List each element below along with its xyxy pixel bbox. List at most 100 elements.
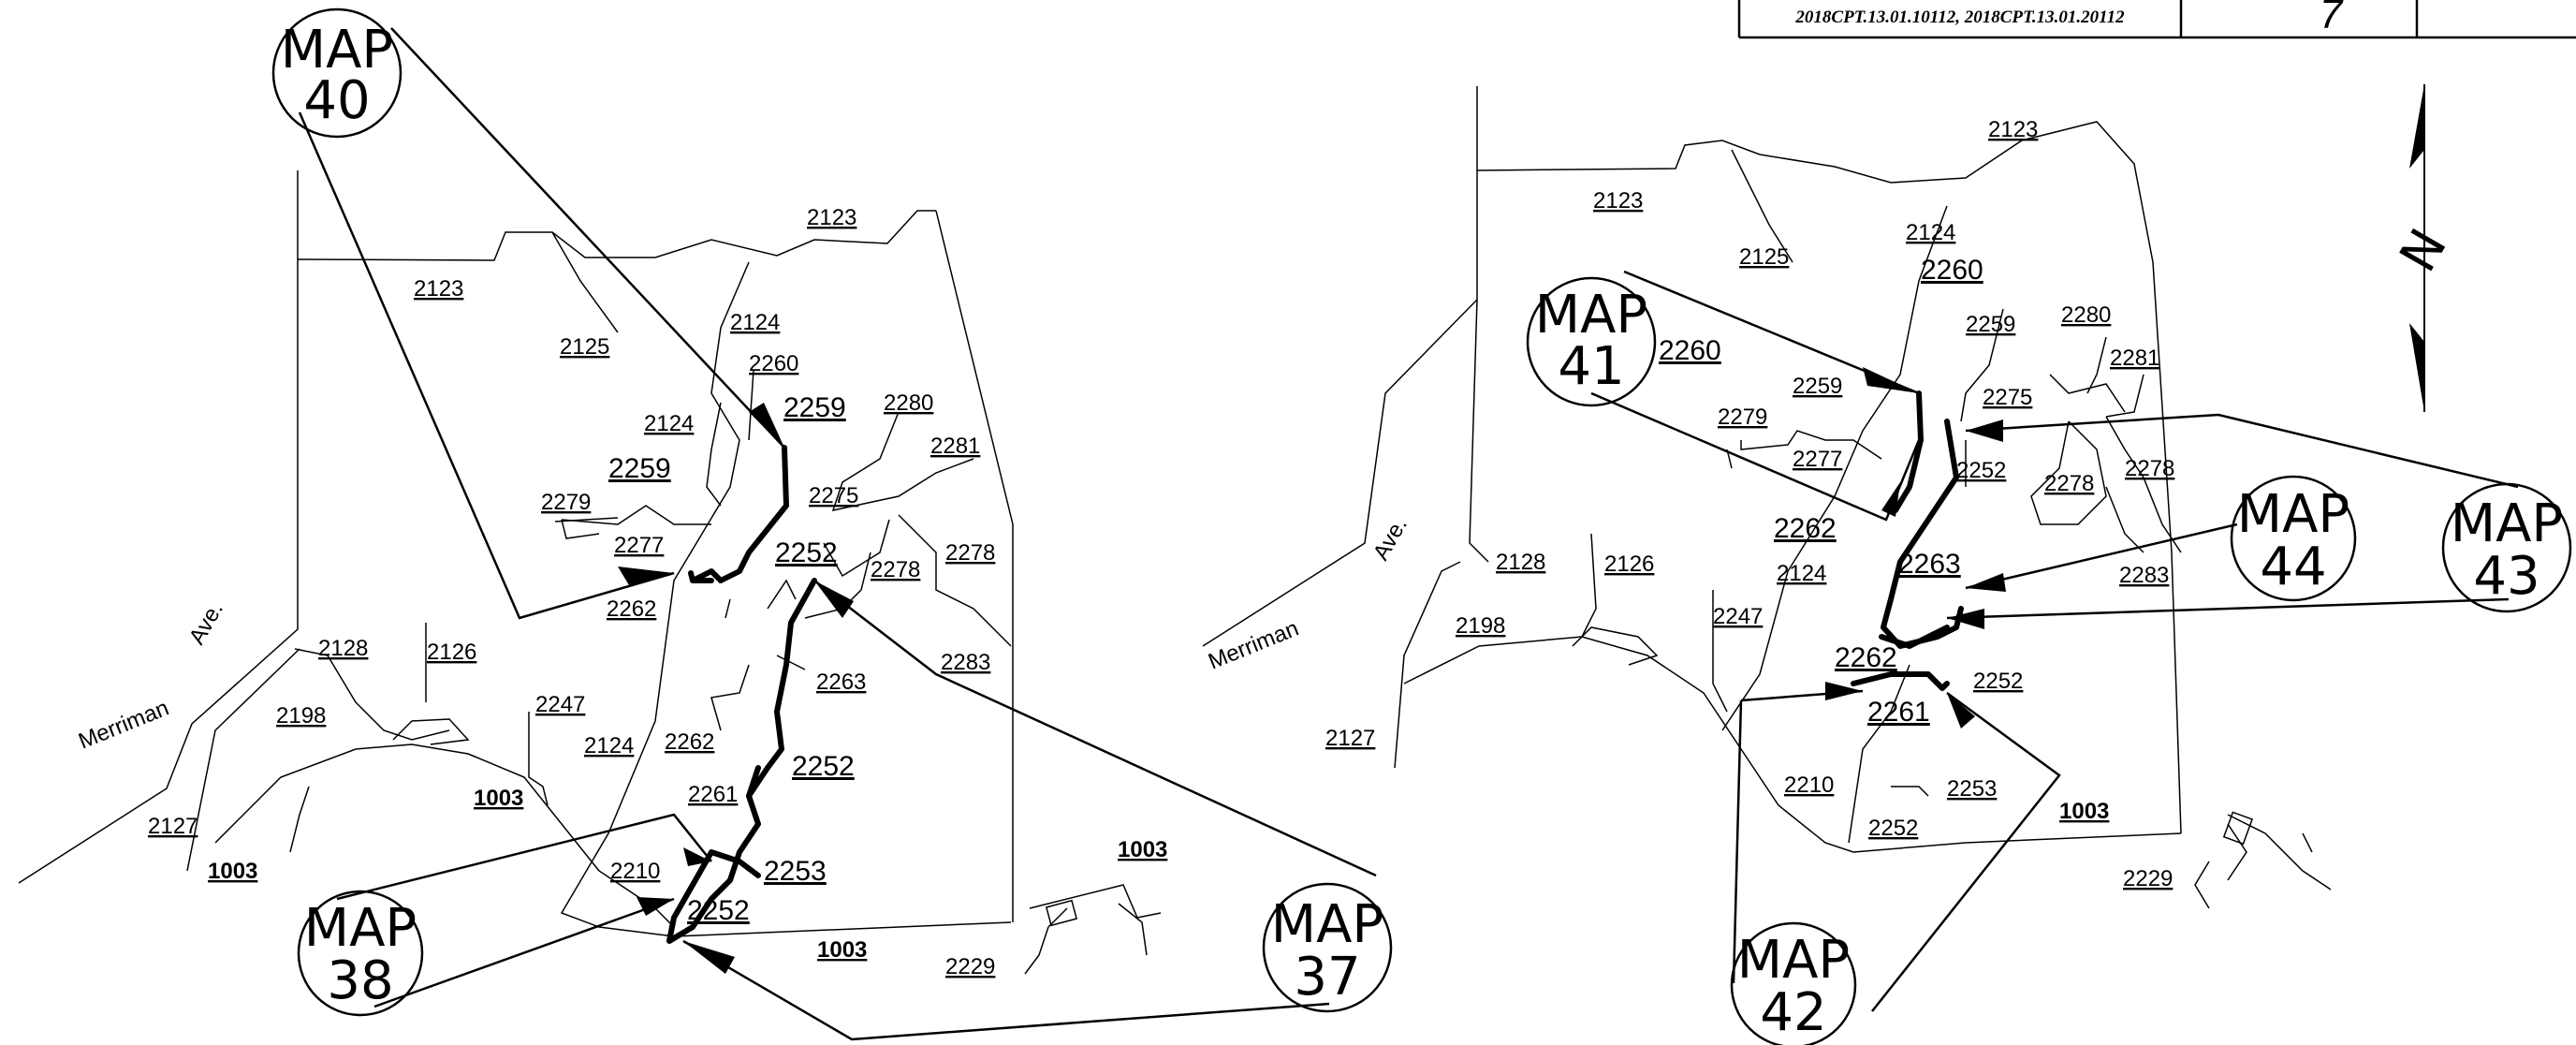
label: 2229 <box>2123 866 2173 891</box>
label: 1003 <box>2059 799 2109 824</box>
label: 2125 <box>1739 244 1789 270</box>
callout-map-43-line2: 43 <box>2473 546 2539 607</box>
label: 2210 <box>1784 773 1834 798</box>
label: 2261 <box>688 782 738 807</box>
label: 2123 <box>414 276 463 302</box>
label: 2259 <box>1793 374 1842 399</box>
label: 2262 <box>1774 513 1837 544</box>
callout-map-40-line2: 40 <box>303 70 370 131</box>
callout-map-44-line2: 44 <box>2260 537 2326 597</box>
label: 2262 <box>1835 642 1897 673</box>
label: 2123 <box>807 205 856 230</box>
label: 2252 <box>775 537 838 568</box>
label: 2252 <box>687 895 750 926</box>
label: 2252 <box>1973 669 2023 694</box>
label: 2125 <box>560 334 609 360</box>
callout-map-38-line1: MAP <box>304 898 417 959</box>
label: 2259 <box>1966 312 2015 337</box>
title-block: 2018CPT.13.01.10112, 2018CPT.13.01.20112… <box>1737 0 2576 39</box>
label: 2279 <box>1718 405 1767 430</box>
street-name-merriman-right: Merriman <box>1205 616 1302 675</box>
label: 2263 <box>1898 549 1961 580</box>
label: 2253 <box>1947 776 1997 802</box>
label: 2252 <box>1956 458 2006 483</box>
callout-map-42[interactable]: MAP 42 <box>1730 682 2061 1045</box>
label: 2275 <box>1983 385 2032 410</box>
label: 2259 <box>783 392 846 423</box>
right-map: MAP 41 MAP 42 MAP 43 <box>1202 86 2572 1045</box>
drawing-reference: 2018CPT.13.01.10112, 2018CPT.13.01.20112 <box>1794 7 2125 27</box>
label: 2280 <box>884 390 933 416</box>
callout-map-41[interactable]: MAP 41 <box>1526 270 1921 522</box>
label: 2128 <box>1496 550 1545 575</box>
label: 2124 <box>644 411 694 436</box>
label: 1003 <box>208 859 257 884</box>
label: 2229 <box>945 954 995 979</box>
callout-map-44[interactable]: MAP 44 <box>1965 475 2357 602</box>
label: 2123 <box>1988 117 2038 142</box>
callout-map-44-line1: MAP <box>2237 484 2349 545</box>
label: 2252 <box>792 751 855 782</box>
label: 2281 <box>2110 346 2159 371</box>
label: 2278 <box>2125 456 2174 481</box>
callout-map-40-line1: MAP <box>281 20 393 81</box>
label: 2261 <box>1867 697 1930 728</box>
label: 2277 <box>1793 447 1842 472</box>
label: 2124 <box>1777 561 1826 586</box>
label: 2124 <box>584 733 634 758</box>
label: 2128 <box>318 636 368 661</box>
label: 2275 <box>809 483 858 508</box>
label: 2123 <box>1593 188 1643 213</box>
label: 1003 <box>817 937 867 963</box>
label: 2247 <box>535 692 585 717</box>
label: 2259 <box>608 453 671 484</box>
label: 2253 <box>764 856 827 887</box>
right-map-labels: 2123 2123 2124 2125 2260 2259 2280 2260 … <box>1325 117 2174 891</box>
label: 2198 <box>1456 613 1505 639</box>
label: 2126 <box>427 640 476 665</box>
label: 2126 <box>1604 552 1654 577</box>
callout-map-38-line2: 38 <box>327 950 393 1011</box>
highlighted-route-right <box>1851 390 1964 691</box>
label: 2262 <box>607 596 656 622</box>
label: 2281 <box>930 434 980 459</box>
label: 2210 <box>610 859 660 884</box>
label: 2278 <box>871 557 920 582</box>
label: 2247 <box>1713 604 1763 629</box>
label: 2283 <box>941 650 990 675</box>
label: 2124 <box>730 310 780 335</box>
street-name-ave: Ave. <box>184 597 228 649</box>
label: 2260 <box>1921 255 1983 286</box>
label: 2277 <box>614 533 664 558</box>
label: 2252 <box>1868 816 1918 841</box>
road-outline <box>18 170 299 884</box>
left-map: MAP 40 MAP 38 MAP 37 Merriman Ave. <box>18 7 1393 1041</box>
label: 1003 <box>1118 837 1167 862</box>
north-arrow-icon: N <box>2388 84 2458 412</box>
callout-map-37-line1: MAP <box>1271 894 1383 955</box>
label: 2198 <box>276 703 326 729</box>
north-symbol: N <box>2388 219 2458 281</box>
label: 2280 <box>2061 302 2111 328</box>
left-map-labels: 2123 2123 2125 2124 2260 2259 2124 2280 … <box>148 205 1167 979</box>
callout-map-42-line2: 42 <box>1760 982 1826 1043</box>
label: 2127 <box>1325 726 1375 751</box>
label: 1003 <box>474 786 523 811</box>
label: 2127 <box>148 814 198 839</box>
callout-map-41-line2: 41 <box>1558 336 1624 397</box>
label: 2260 <box>1659 335 1721 366</box>
callout-map-38[interactable]: MAP 38 <box>297 813 712 1017</box>
highlighted-route-left <box>666 445 817 944</box>
street-name-ave-right: Ave. <box>1368 513 1412 565</box>
label: 2283 <box>2119 563 2169 588</box>
callout-map-41-line1: MAP <box>1535 285 1647 346</box>
callout-map-43[interactable]: MAP 43 <box>1946 413 2572 629</box>
callout-map-37[interactable]: MAP 37 <box>682 580 1393 1041</box>
callout-map-40[interactable]: MAP 40 <box>271 7 785 620</box>
page-number: 7 <box>2320 0 2344 37</box>
label: 2278 <box>2044 471 2094 496</box>
label: 2124 <box>1906 220 1955 245</box>
street-name-merriman: Merriman <box>75 696 172 755</box>
label: 2262 <box>665 729 714 755</box>
